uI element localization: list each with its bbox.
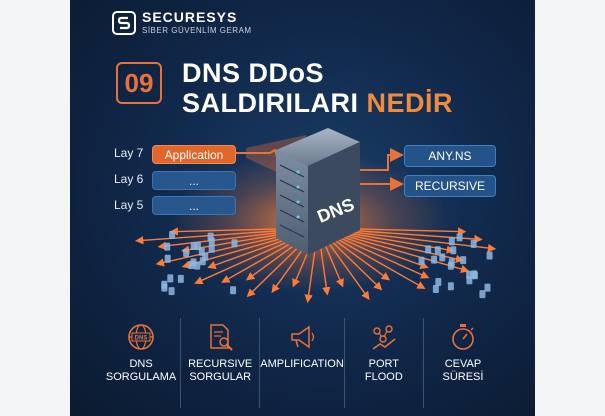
client-device-icon — [425, 245, 432, 254]
attack-scene: DNS — [135, 128, 497, 304]
client-devices — [161, 231, 493, 299]
client-device-icon — [479, 290, 486, 299]
target-tag-recursive: RECURSIVE — [404, 175, 496, 197]
client-device-icon — [167, 274, 174, 283]
title-orange-part: NEDİR — [366, 88, 454, 118]
client-device-icon — [471, 270, 478, 279]
layer-box: ... — [152, 171, 236, 190]
globe-dns-icon: DNS — [128, 324, 154, 350]
client-device-icon — [466, 276, 473, 285]
left-margin — [0, 0, 70, 416]
layer-label: Lay 5 — [114, 198, 144, 212]
client-device-icon — [208, 237, 215, 246]
client-device-icon — [161, 283, 168, 292]
title-line-2: SALDIRILARI NEDİR — [182, 88, 453, 119]
client-device-icon — [448, 258, 455, 267]
title-line-1: DNS DDoS — [182, 58, 325, 88]
client-device-icon — [450, 246, 457, 255]
document-search-icon — [210, 324, 233, 351]
client-device-icon — [169, 231, 176, 239]
feature-amplification: AMPLIFICATION — [260, 318, 345, 408]
title-white-part: SALDIRILARI — [182, 88, 359, 118]
securesys-logo-icon — [112, 10, 136, 35]
arrow-to-anyns — [360, 148, 404, 171]
client-device-icon — [470, 239, 477, 248]
client-device-icon — [418, 256, 425, 265]
client-device-icon — [230, 286, 237, 295]
client-device-icon — [231, 239, 238, 248]
client-device-icon — [484, 283, 491, 292]
client-device-icon — [448, 237, 455, 246]
svg-text:DNS: DNS — [135, 336, 148, 342]
client-device-icon — [456, 233, 463, 242]
dns-server-icon — [276, 128, 360, 255]
target-tag-anyns: ANY.NS — [404, 145, 496, 167]
client-device-icon — [432, 285, 439, 293]
client-device-icon — [460, 256, 467, 265]
client-device-icon — [208, 244, 215, 253]
layer-label: Lay 7 — [114, 146, 144, 160]
client-device-icon — [198, 247, 205, 256]
brand-tagline: SİBER GÜVENLİM GERAM — [142, 26, 252, 35]
client-device-icon — [188, 261, 195, 269]
right-margin — [535, 0, 605, 416]
client-device-icon — [168, 287, 175, 296]
layer-box-application: Application — [152, 145, 236, 164]
client-device-icon — [435, 278, 442, 286]
layer-label: Lay 6 — [114, 172, 144, 186]
client-device-icon — [434, 246, 441, 255]
client-device-icon — [439, 253, 446, 262]
client-device-icon — [486, 251, 493, 260]
layer-box: ... — [152, 196, 236, 215]
episode-number: 09 — [116, 62, 162, 104]
brand: SECURESYS SİBER GÜVENLİM GERAM — [112, 10, 252, 35]
brand-name: SECURESYS — [142, 9, 238, 25]
client-device-icon — [431, 255, 438, 264]
client-device-icon — [199, 257, 206, 266]
client-device-icon — [164, 242, 171, 251]
stopwatch-icon — [452, 324, 474, 350]
feature-label: AMPLIFICATION — [260, 358, 344, 370]
infographic-card: DNS SECURESYS SİBER GÜVENLİM GERAM 09 DN… — [70, 0, 535, 416]
client-device-icon — [183, 249, 190, 257]
network-chart-icon — [372, 325, 396, 350]
client-device-icon — [190, 242, 197, 250]
client-device-icon — [177, 274, 184, 283]
client-device-icon — [164, 254, 171, 263]
megaphone-icon — [291, 325, 315, 349]
client-device-icon — [447, 282, 454, 291]
